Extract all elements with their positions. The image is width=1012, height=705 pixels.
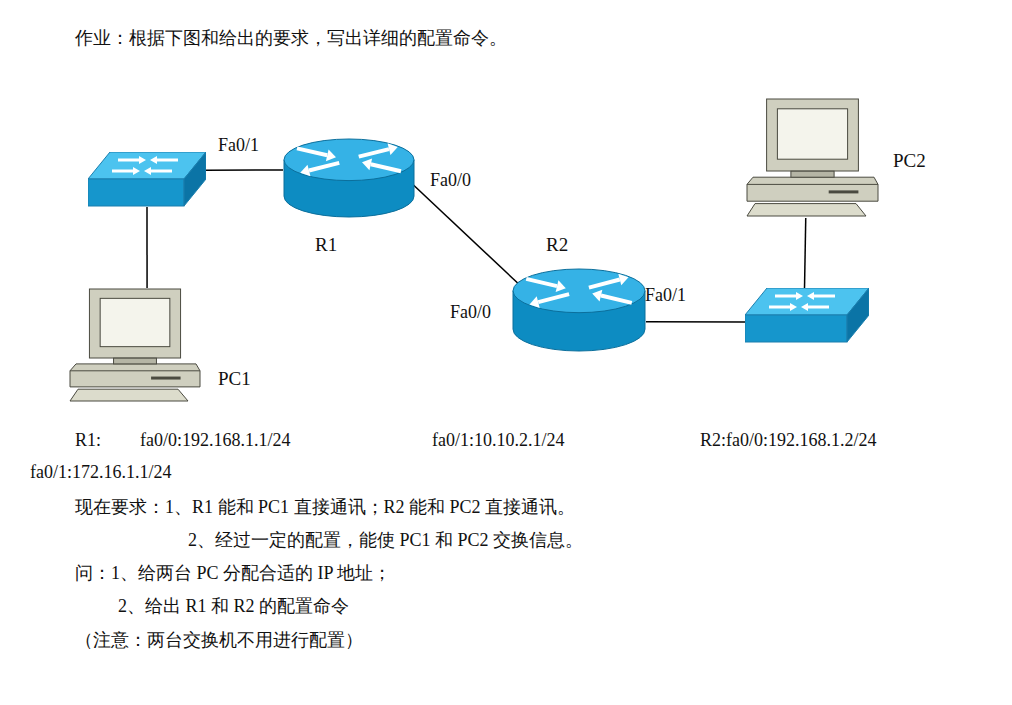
port-label: Fa0/1 <box>218 135 259 157</box>
switch-arrow <box>805 306 829 309</box>
switch-arrow <box>769 306 793 309</box>
title: 作业：根据下图和给出的要求，写出详细的配置命令。 <box>75 28 507 50</box>
router-icon-svg <box>283 138 415 218</box>
network-link <box>805 218 806 288</box>
router-arrow <box>589 280 620 288</box>
device-name: PC2 <box>893 150 926 173</box>
switch-front <box>88 179 184 206</box>
router-node: R2 <box>512 268 646 352</box>
switch-side <box>184 152 206 206</box>
router-arrowhead <box>388 143 398 155</box>
router-arrowhead <box>530 296 540 308</box>
pc-drive <box>151 377 180 380</box>
note-text: fa0/0:192.168.1.1/24 <box>140 430 291 452</box>
switch-node <box>745 288 869 343</box>
network-link <box>146 207 148 288</box>
pc-keyboard <box>747 204 866 216</box>
router-icon <box>513 269 645 351</box>
router-top <box>513 269 645 313</box>
pc-monitor <box>767 99 859 171</box>
port-label: Fa0/1 <box>645 285 686 307</box>
note-text: （注意：两台交换机不用进行配置） <box>75 630 363 652</box>
switch-arrow <box>112 170 136 173</box>
pc-monitor <box>89 289 180 358</box>
router-arrow <box>526 279 557 286</box>
switch-arrowhead <box>144 167 151 175</box>
router-arrowhead <box>326 149 336 161</box>
device-name: R2 <box>546 234 568 257</box>
note-text: R1: <box>75 430 101 452</box>
switch-arrow <box>154 159 178 162</box>
router-arrow <box>359 149 389 157</box>
switch-arrowhead <box>807 292 814 300</box>
router-arrow <box>371 164 401 171</box>
router-node: R1 <box>283 138 415 218</box>
network-link <box>206 169 283 171</box>
router-arrowhead <box>618 274 628 286</box>
note-text: fa0/1:10.10.2.1/24 <box>432 430 565 452</box>
router-icon-svg <box>512 268 646 352</box>
router-arrow <box>601 296 632 303</box>
router-arrow <box>538 294 569 302</box>
router-arrowhead <box>556 280 566 292</box>
switch-arrow <box>775 295 799 298</box>
device-name: PC1 <box>218 368 251 391</box>
note-text: 现在要求：1、R1 能和 PC1 直接通讯；R2 能和 PC2 直接通讯。 <box>75 497 575 519</box>
switch-icon <box>88 152 206 206</box>
switch-node <box>88 152 206 207</box>
note-text: 问：1、给两台 PC 分配合适的 IP 地址； <box>75 563 391 585</box>
router-icon <box>284 139 414 217</box>
switch-arrowhead <box>790 303 797 311</box>
router-arrowhead <box>592 290 602 302</box>
router-top <box>284 139 414 181</box>
switch-arrowhead <box>796 292 803 300</box>
pc-icon-svg <box>68 288 202 403</box>
note-text: 2、给出 R1 和 R2 的配置命令 <box>118 596 349 618</box>
pc-icon <box>70 289 200 401</box>
switch-front <box>745 315 847 342</box>
pc-stand <box>114 358 157 364</box>
switch-arrowhead <box>801 303 808 311</box>
switch-arrow <box>118 159 142 162</box>
router-arrow <box>309 163 339 171</box>
switch-arrowhead <box>139 156 146 164</box>
switch-arrow <box>811 295 835 298</box>
pc-icon <box>747 99 878 216</box>
switch-icon-svg <box>88 152 206 207</box>
router-arrow <box>297 148 327 155</box>
pc-base <box>70 364 200 387</box>
switch-arrowhead <box>150 156 157 164</box>
pc-drive <box>829 190 859 193</box>
device-name: R1 <box>315 234 337 257</box>
port-label: Fa0/0 <box>430 170 471 192</box>
pc-icon-svg <box>745 98 880 218</box>
router-arrowhead <box>300 165 310 177</box>
router-arrowhead <box>362 158 372 170</box>
switch-icon <box>745 288 869 342</box>
network-link <box>411 183 521 287</box>
switch-arrowhead <box>133 167 140 175</box>
pc-base <box>747 177 878 201</box>
note-text: fa0/1:172.16.1.1/24 <box>30 462 172 484</box>
note-text: R2:fa0/0:192.168.1.2/24 <box>700 430 877 452</box>
port-label: Fa0/0 <box>450 302 491 324</box>
pc-screen <box>100 298 170 346</box>
switch-arrow <box>148 170 172 173</box>
pc-base-edge <box>747 184 878 185</box>
note-text: 2、经过一定的配置，能使 PC1 和 PC2 交换信息。 <box>188 530 583 552</box>
pc-base-edge <box>70 370 200 371</box>
pc-keyboard <box>70 389 188 401</box>
network-link <box>646 321 745 323</box>
switch-icon-svg <box>745 288 869 343</box>
pc-node: PC1 <box>68 288 202 403</box>
pc-stand <box>791 171 834 177</box>
switch-side <box>847 288 869 342</box>
pc-screen <box>777 109 847 159</box>
pc-node: PC2 <box>745 98 880 218</box>
